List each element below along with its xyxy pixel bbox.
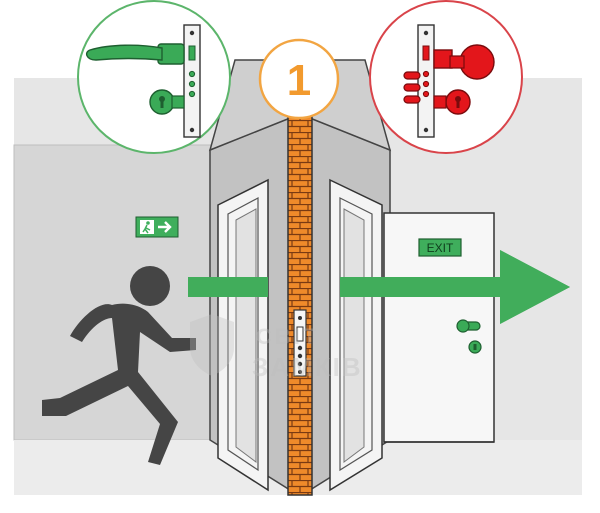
brick-wall <box>287 109 313 496</box>
exit-sign: EXIT <box>418 238 462 257</box>
deadbolts-icon <box>403 71 421 104</box>
watermark-line2: ЗАМКІВ <box>252 352 363 382</box>
unlocked-lock-illustration <box>77 0 231 154</box>
emergency-exit-sign-icon <box>135 216 179 238</box>
step-badge: 1 <box>258 38 340 120</box>
exit-route-arrow <box>188 250 570 324</box>
corridor-wall <box>13 144 215 441</box>
watermark: СВІТ ЗАМКІВ <box>190 314 363 382</box>
step-number: 1 <box>287 56 311 105</box>
watermark-line1: СВІТ <box>256 324 319 349</box>
door-knob-icon <box>459 44 495 80</box>
running-person-icon <box>42 266 196 465</box>
exit-sign-text: EXIT <box>427 241 454 255</box>
door-lever-icon <box>85 44 163 61</box>
locked-lock-illustration <box>369 0 523 154</box>
